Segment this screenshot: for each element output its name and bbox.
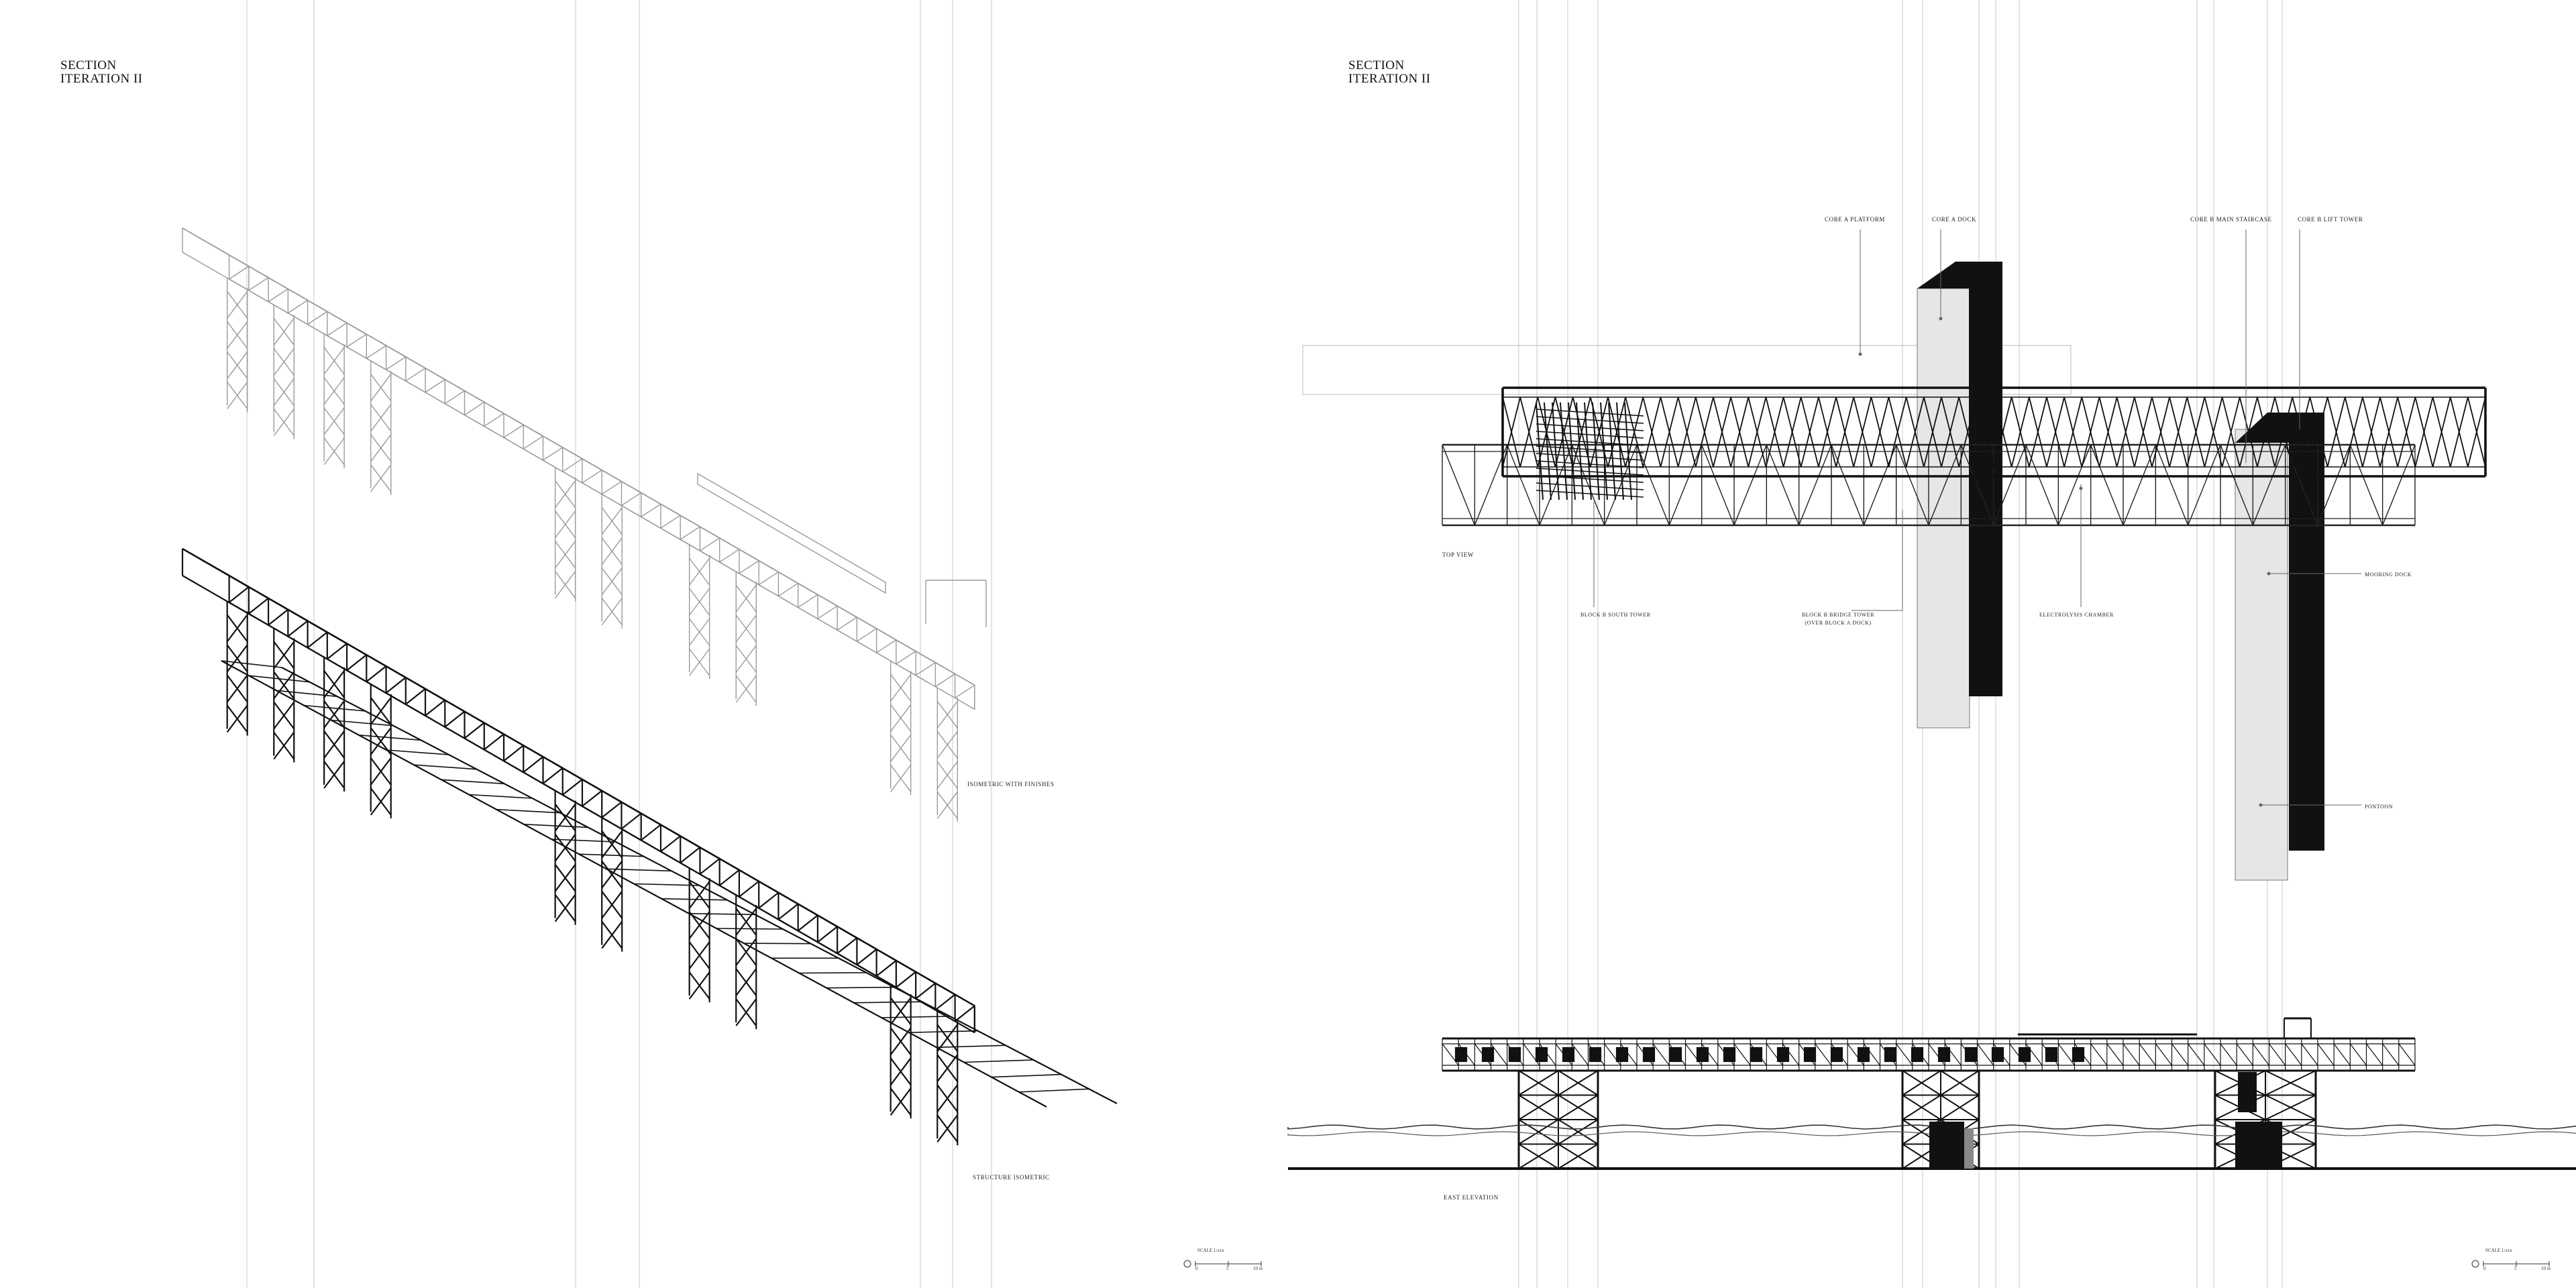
structure-isometric [181, 548, 1118, 1146]
core-a-grey-tower [1917, 288, 1970, 729]
top-view-upper-truss [1501, 386, 2487, 500]
label-east-elevation: EAST ELEVATION [1444, 1194, 1499, 1201]
pontoon-block-b [2235, 1122, 2282, 1169]
left-scale-tick-5: 5 [1226, 1266, 1229, 1271]
label-core-a-dock: CORE A DOCK [1932, 216, 1977, 223]
water-line-upper [1287, 1124, 2576, 1130]
label-block-b-bridge-tower-sub: (OVER BLOCK A DOCK) [1805, 620, 1872, 626]
lift-core-b-elevation [2238, 1072, 2257, 1112]
label-block-b-south-tower: BLOCK B SOUTH TOWER [1580, 612, 1651, 618]
left-scale-tick-0: 0 [1195, 1266, 1198, 1271]
east-elevation-drawing [1287, 1017, 2576, 1170]
isometric-with-finishes [182, 227, 987, 822]
label-core-b-main-staircase: CORE B MAIN STAIRCASE [2190, 216, 2272, 223]
label-isometric-with-finishes: ISOMETRIC WITH FINISHES [967, 781, 1055, 788]
elevation-truss [1442, 1033, 2416, 1072]
right-sheet-title: SECTION ITERATION II [1348, 58, 1431, 86]
core-a-black-tower [1917, 262, 2002, 696]
right-scale-tick-5: 5 [2514, 1266, 2517, 1271]
core-b-grey-tower [2235, 429, 2288, 881]
platform-outline [1302, 345, 2072, 395]
label-structure-isometric: STRUCTURE ISOMETRIC [973, 1174, 1050, 1181]
right-scale-caption: SCALE 1:xxx [2485, 1248, 2512, 1253]
core-b-black-tower [2235, 413, 2324, 851]
pontoon-block-a [1929, 1122, 1964, 1169]
label-mooring-dock: MOORING DOCK [2365, 572, 2412, 578]
label-electrolysis-chamber: ELECTROLYSIS CHAMBER [2039, 612, 2114, 618]
pontoon-block-a-shade [1964, 1128, 1974, 1169]
top-view-drawing [1302, 229, 2487, 881]
scale-bars [1183, 1260, 2550, 1268]
left-scale-tick-10: 10 m [1253, 1266, 1263, 1271]
elevation-towers [1517, 1017, 2317, 1169]
right-scale-tick-10: 10 m [2541, 1266, 2551, 1271]
leader-dots [1858, 317, 2271, 807]
label-core-a-platform: CORE A PLATFORM [1825, 216, 1886, 223]
water-line-lower [1287, 1131, 2576, 1136]
left-scale-caption: SCALE 1:xxx [1197, 1248, 1224, 1253]
label-top-view: TOP VIEW [1442, 551, 1474, 558]
right-scale-tick-0: 0 [2483, 1266, 2486, 1271]
label-pontoon: PONTOON [2365, 804, 2394, 810]
leader-lines [1593, 229, 2361, 806]
label-core-b-lift-tower: CORE B LIFT TOWER [2298, 216, 2363, 223]
label-block-b-bridge-tower: BLOCK B BRIDGE TOWER [1801, 612, 1875, 618]
left-sheet: SECTION ITERATION II ISOMETRIC WITH FINI… [60, 58, 1263, 1271]
left-sheet-title: SECTION ITERATION II [60, 58, 143, 86]
